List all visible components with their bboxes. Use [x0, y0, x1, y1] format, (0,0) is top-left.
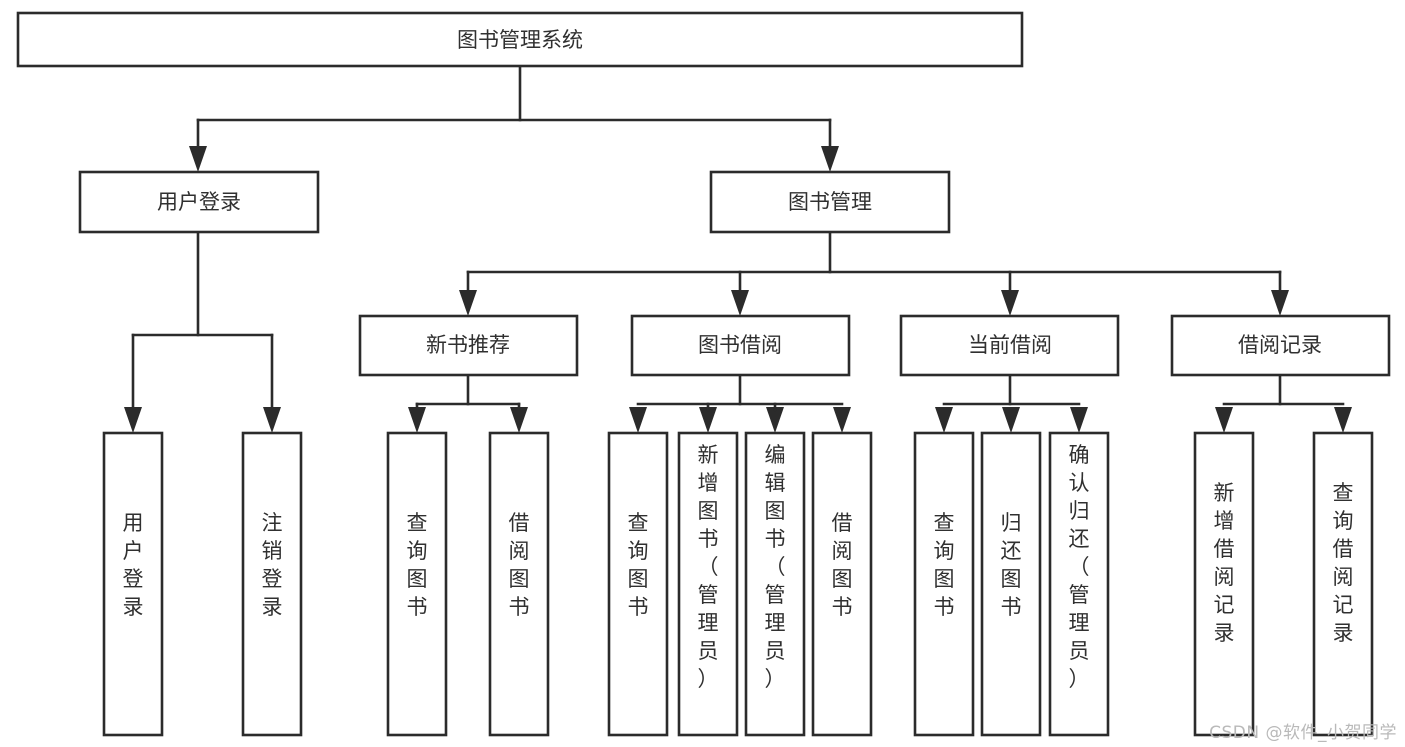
node-current-borrow[interactable]: 当前借阅 — [899, 314, 1120, 377]
node-book-borrow[interactable]: 图书借阅 — [630, 314, 851, 377]
node-new-book-recommend-label: 新书推荐 — [426, 333, 510, 357]
node-root-label: 图书管理系统 — [457, 28, 583, 52]
node-root[interactable]: 图书管理系统 — [16, 11, 1024, 68]
leaf-record-query-box[interactable] — [1312, 431, 1374, 737]
leaf-borrow-book-box[interactable] — [811, 431, 873, 737]
leaf-current-return-box[interactable] — [980, 431, 1042, 737]
arrowhead-borrow — [731, 290, 749, 316]
leaf-borrow-edit-box[interactable] — [744, 431, 806, 737]
arrowhead-current-leaf3 — [1070, 407, 1088, 433]
leaf-current-return[interactable]: 归还图书 — [980, 431, 1042, 737]
arrowhead-new-book — [459, 290, 477, 316]
node-user-login[interactable]: 用户登录 — [78, 170, 320, 234]
leaf-user-login-label: 用户登录 — [123, 511, 144, 619]
arrowhead-record-leaf1 — [1215, 407, 1233, 433]
node-book-borrow-box[interactable] — [630, 314, 851, 377]
node-book-borrow-label: 图书借阅 — [698, 333, 782, 357]
leaf-user-login[interactable]: 用户登录 — [102, 431, 164, 737]
arrowhead-current — [1001, 290, 1019, 316]
node-root-box[interactable] — [16, 11, 1024, 68]
connector-group-book-mgmt — [459, 230, 1289, 316]
leaf-current-return-label: 归还图书 — [1001, 511, 1022, 619]
node-user-login-box[interactable] — [78, 170, 320, 234]
leaf-borrow-add[interactable]: 新增图书（管理员） — [677, 431, 739, 737]
arrowhead-record-leaf2 — [1334, 407, 1352, 433]
leaf-borrow-add-box[interactable] — [677, 431, 739, 737]
node-book-management-label: 图书管理 — [788, 190, 872, 214]
leaf-newbook-borrow-label: 借阅图书 — [509, 511, 530, 619]
arrowhead-newbook-leaf2 — [510, 407, 528, 433]
arrowhead-borrow-leaf4 — [833, 407, 851, 433]
connector-group-new-book — [408, 373, 528, 433]
leaf-record-query-label: 查询借阅记录 — [1333, 481, 1354, 645]
arrowhead-record — [1271, 290, 1289, 316]
leaf-newbook-query-box[interactable] — [386, 431, 448, 737]
arrowhead-current-leaf2 — [1002, 407, 1020, 433]
arrowhead-newbook-leaf1 — [408, 407, 426, 433]
leaf-borrow-query[interactable]: 查询图书 — [607, 431, 669, 737]
arrowhead-current-leaf1 — [935, 407, 953, 433]
arrowhead-book-mgmt — [821, 146, 839, 172]
node-borrow-record-box[interactable] — [1170, 314, 1391, 377]
leaf-newbook-borrow-box[interactable] — [488, 431, 550, 737]
arrowhead-borrow-leaf1 — [629, 407, 647, 433]
node-book-management[interactable]: 图书管理 — [709, 170, 951, 234]
leaf-record-query[interactable]: 查询借阅记录 — [1312, 431, 1374, 737]
connector-group-borrow — [629, 373, 851, 433]
leaf-borrow-book-label: 借阅图书 — [832, 511, 853, 619]
leaf-borrow-query-label: 查询图书 — [628, 511, 649, 619]
leaf-current-confirm-label: 确认归还（管理员） — [1069, 443, 1090, 691]
arrowhead-leaf-user-login — [124, 407, 142, 433]
leaf-logout[interactable]: 注销登录 — [241, 431, 303, 737]
leaf-record-add-label: 新增借阅记录 — [1214, 481, 1235, 645]
node-current-borrow-label: 当前借阅 — [968, 333, 1052, 357]
leaf-borrow-add-label: 新增图书（管理员） — [698, 443, 719, 691]
leaf-newbook-query[interactable]: 查询图书 — [386, 431, 448, 737]
leaf-logout-label: 注销登录 — [262, 511, 283, 619]
leaf-current-confirm[interactable]: 确认归还（管理员） — [1048, 431, 1110, 737]
node-new-book-recommend[interactable]: 新书推荐 — [358, 314, 579, 377]
leaf-current-query-box[interactable] — [913, 431, 975, 737]
leaf-record-add-box[interactable] — [1193, 431, 1255, 737]
leaf-borrow-edit[interactable]: 编辑图书（管理员） — [744, 431, 806, 737]
connector-group-record — [1215, 373, 1352, 433]
leaf-newbook-borrow[interactable]: 借阅图书 — [488, 431, 550, 737]
arrowhead-borrow-leaf3 — [766, 407, 784, 433]
leaf-borrow-query-box[interactable] — [607, 431, 669, 737]
leaf-current-query[interactable]: 查询图书 — [913, 431, 975, 737]
node-borrow-record-label: 借阅记录 — [1238, 333, 1322, 357]
node-borrow-record[interactable]: 借阅记录 — [1170, 314, 1391, 377]
connector-group-current — [935, 373, 1088, 433]
connector-group-root — [189, 64, 839, 172]
csdn-watermark: CSDN @软件_小贺同学 — [1209, 723, 1397, 743]
leaf-newbook-query-label: 查询图书 — [407, 511, 428, 619]
arrowhead-borrow-leaf2 — [699, 407, 717, 433]
connector-group-user-login — [124, 230, 281, 433]
arrowhead-leaf-logout — [263, 407, 281, 433]
leaf-borrow-edit-label: 编辑图书（管理员） — [765, 443, 786, 691]
node-new-book-recommend-box[interactable] — [358, 314, 579, 377]
leaf-current-query-label: 查询图书 — [934, 511, 955, 619]
node-book-management-box[interactable] — [709, 170, 951, 234]
leaf-logout-box[interactable] — [241, 431, 303, 737]
node-current-borrow-box[interactable] — [899, 314, 1120, 377]
arrowhead-user-login — [189, 146, 207, 172]
leaf-current-confirm-box[interactable] — [1048, 431, 1110, 737]
node-user-login-label: 用户登录 — [157, 190, 241, 214]
leaf-borrow-book[interactable]: 借阅图书 — [811, 431, 873, 737]
leaf-record-add[interactable]: 新增借阅记录 — [1193, 431, 1255, 737]
leaf-user-login-box[interactable] — [102, 431, 164, 737]
